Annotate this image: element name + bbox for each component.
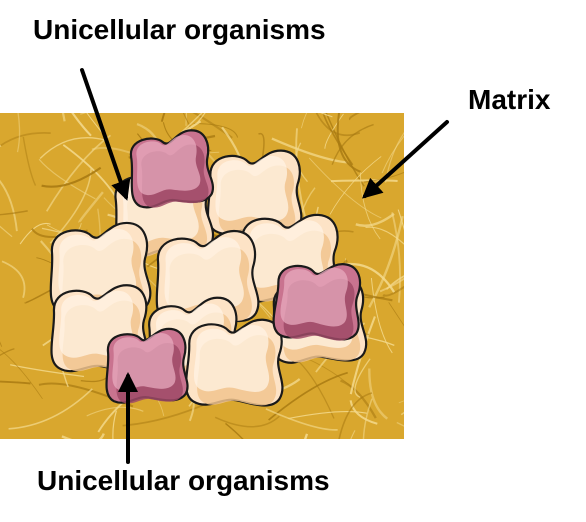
matrix-fiber: [0, 210, 28, 216]
matrix-fiber: [368, 368, 389, 420]
matrix-fiber: [1, 260, 26, 299]
matrix-fiber: [354, 358, 371, 398]
matrix-fiber: [112, 410, 117, 439]
matrix-fiber: [388, 302, 404, 327]
arrow-matrix: [362, 120, 449, 199]
matrix-fiber: [225, 422, 244, 439]
matrix-fiber: [268, 371, 348, 421]
matrix-fiber: [8, 388, 93, 430]
matrix-fiber: [265, 408, 338, 431]
matrix-fiber: [71, 113, 92, 137]
matrix-fiber: [344, 262, 396, 293]
matrix-fiber: [350, 430, 356, 439]
matrix-fiber: [16, 113, 21, 153]
matrix-fiber: [362, 398, 373, 439]
matrix-fiber: [39, 137, 108, 159]
unicellular-organism: [126, 127, 216, 210]
arrows: [80, 68, 449, 464]
matrix-fiber: [41, 166, 102, 188]
matrix-fiber: [0, 225, 13, 238]
matrix-fiber: [22, 136, 37, 186]
matrix-fiber: [396, 421, 404, 427]
matrix-fiber: [214, 415, 280, 428]
matrix-fiber: [78, 191, 104, 224]
matrix-fiber: [379, 277, 404, 293]
matrix-fiber: [193, 122, 239, 138]
matrix-fiber: [385, 275, 404, 290]
matrix-fiber: [349, 400, 378, 425]
matrix-fiber: [330, 179, 398, 183]
matrix-fiber: [301, 113, 308, 129]
unicellular-organism: [105, 327, 189, 404]
matrix-fiber: [38, 158, 96, 200]
matrix-fiber: [308, 157, 382, 219]
matrix-fiber: [336, 113, 361, 173]
matrix-fiber: [340, 379, 377, 419]
matrix-fiber: [397, 209, 404, 231]
matrix-fiber: [271, 137, 348, 164]
matrix-fiber: [288, 410, 368, 420]
matrix-fiber: [61, 113, 66, 122]
matrix-fiber: [338, 392, 373, 439]
matrix-fiber: [381, 135, 404, 174]
matrix-fiber: [45, 134, 112, 212]
matrix-fiber: [315, 113, 361, 137]
matrix-fiber: [80, 113, 87, 115]
matrix-fiber: [382, 285, 404, 297]
matrix-fiber: [0, 179, 18, 232]
matrix-fiber: [122, 401, 210, 427]
matrix-fiber: [86, 113, 105, 136]
matrix-fiber: [368, 215, 404, 308]
label-unicellular-organisms-top: Unicellular organisms: [33, 14, 326, 45]
matrix-fiber: [365, 226, 404, 245]
matrix-fiber: [370, 277, 393, 354]
matrix-fiber: [10, 364, 85, 378]
label-unicellular-organisms-bottom: Unicellular organisms: [37, 465, 330, 496]
matrix-fiber: [19, 222, 51, 245]
arrow-top-organism: [80, 68, 131, 201]
matrix-fiber: [0, 349, 43, 400]
matrix-fiber: [331, 123, 374, 165]
matrix-fiber: [61, 433, 105, 439]
matrix-fiber: [320, 113, 333, 118]
matrix-fiber: [398, 400, 404, 404]
matrix-fiber: [160, 113, 166, 122]
matrix-fiber: [0, 348, 15, 356]
matrix-fiber: [391, 212, 402, 303]
matrix-fiber: [400, 411, 404, 416]
matrix-fiber: [329, 156, 382, 215]
matrix-fiber: [0, 380, 31, 385]
matrix-fiber: [348, 113, 360, 121]
label-matrix: Matrix: [468, 84, 551, 115]
matrix-fiber: [355, 212, 395, 227]
matrix-fiber: [324, 113, 344, 149]
matrix-fiber: [0, 132, 51, 147]
